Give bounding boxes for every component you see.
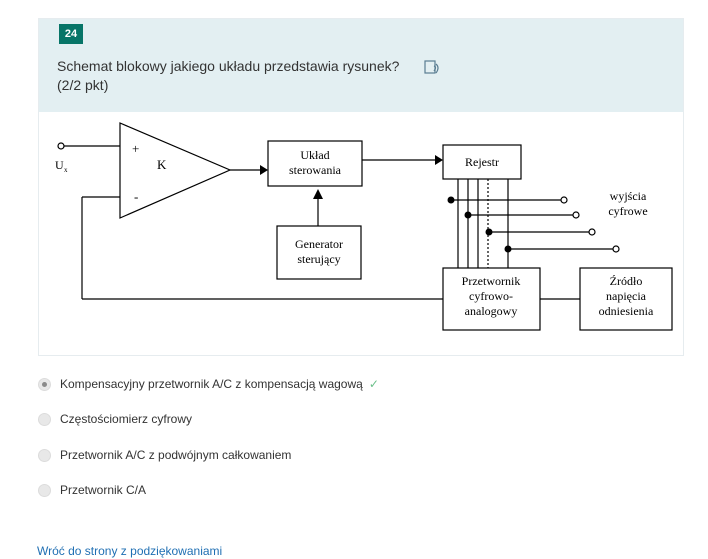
answer-option[interactable]: Kompensacyjny przetwornik A/C z kompensa… (38, 376, 379, 392)
control-label-2: sterowania (289, 163, 342, 177)
input-label: U (55, 158, 64, 172)
reference-label-2: napięcia (606, 289, 647, 303)
check-icon: ✓ (368, 377, 379, 391)
radio-button[interactable] (38, 412, 51, 426)
plus-label: + (132, 141, 139, 156)
question-points: (2/2 pkt) (57, 77, 109, 93)
control-block (267, 140, 363, 187)
outputs-label-1: wyjścia (610, 189, 647, 203)
generator-label-1: Generator (295, 237, 343, 251)
minus-label: - (134, 189, 138, 204)
answer-option[interactable]: Przetwornik C/A (38, 482, 146, 498)
radio-button-selected[interactable] (38, 377, 51, 391)
dac-label-1: Przetwornik (462, 274, 521, 288)
back-to-thank-you-link[interactable]: Wróć do strony z podziękowaniami (37, 544, 223, 558)
answer-option-label: Przetwornik A/C z podwójnym całkowaniem (60, 448, 292, 462)
dac-label-3: analogowy (465, 304, 518, 318)
answer-option-label: Przetwornik C/A (60, 483, 147, 497)
reference-label-3: odniesienia (599, 304, 654, 318)
answer-option-label: Kompensacyjny przetwornik A/C z kompensa… (60, 377, 363, 391)
immersive-reader-icon[interactable] (423, 58, 441, 76)
generator-label-2: sterujący (297, 252, 340, 266)
block-diagram: U x + - K Układ sterowania Generator ste… (55, 122, 673, 331)
question-header: 24 Schemat blokowy jakiego układu przeds… (39, 19, 683, 112)
register-label: Rejestr (465, 155, 499, 169)
question-title: Schemat blokowy jakiego układu przedstaw… (57, 58, 400, 74)
reference-label-1: Źródło (610, 274, 643, 288)
answer-option-label: Częstościomierz cyfrowy (60, 412, 193, 426)
dac-label-2: cyfrowo- (469, 289, 513, 303)
question-number-badge: 24 (59, 24, 83, 44)
register-block (442, 144, 522, 180)
outputs-label-2: cyfrowe (608, 204, 647, 218)
radio-button[interactable] (38, 448, 51, 462)
answer-option[interactable]: Przetwornik A/C z podwójnym całkowaniem (38, 447, 291, 463)
control-label-1: Układ (300, 148, 329, 162)
question-card: 24 Schemat blokowy jakiego układu przeds… (38, 18, 684, 356)
radio-button[interactable] (38, 483, 51, 497)
input-subscript: x (64, 166, 68, 174)
comparator-triangle (119, 122, 232, 219)
input-terminal (57, 142, 65, 150)
generator-block (276, 225, 362, 280)
answer-option[interactable]: Częstościomierz cyfrowy (38, 411, 192, 427)
gain-label: K (157, 157, 167, 172)
